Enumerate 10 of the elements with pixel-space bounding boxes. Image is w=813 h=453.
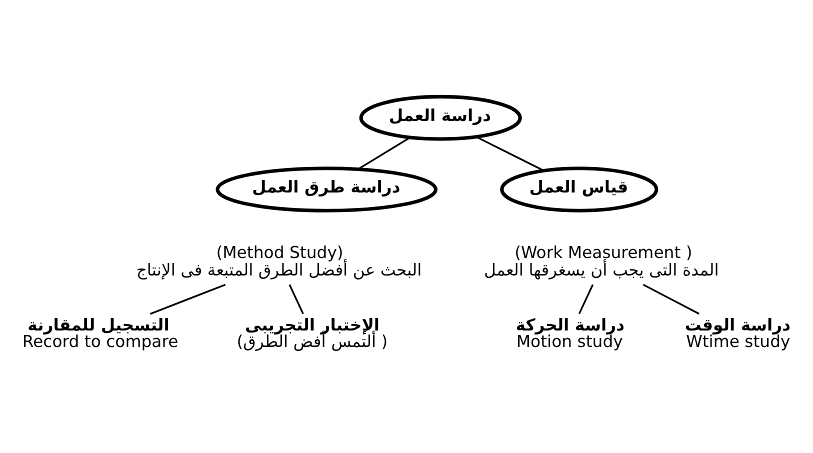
node-ellipse: قياس العمل <box>500 166 658 212</box>
connector <box>358 136 411 170</box>
connector <box>150 284 226 315</box>
connector <box>476 136 544 172</box>
node-ellipse: دراسة طرق العمل <box>216 166 438 212</box>
node-text: الإختبار التجريبى (ألتمس أفض الطرق ) <box>236 316 388 352</box>
node-ellipse: دراسة العمل <box>359 94 522 141</box>
connector <box>578 284 594 314</box>
connector <box>288 284 304 314</box>
connector <box>642 284 700 315</box>
